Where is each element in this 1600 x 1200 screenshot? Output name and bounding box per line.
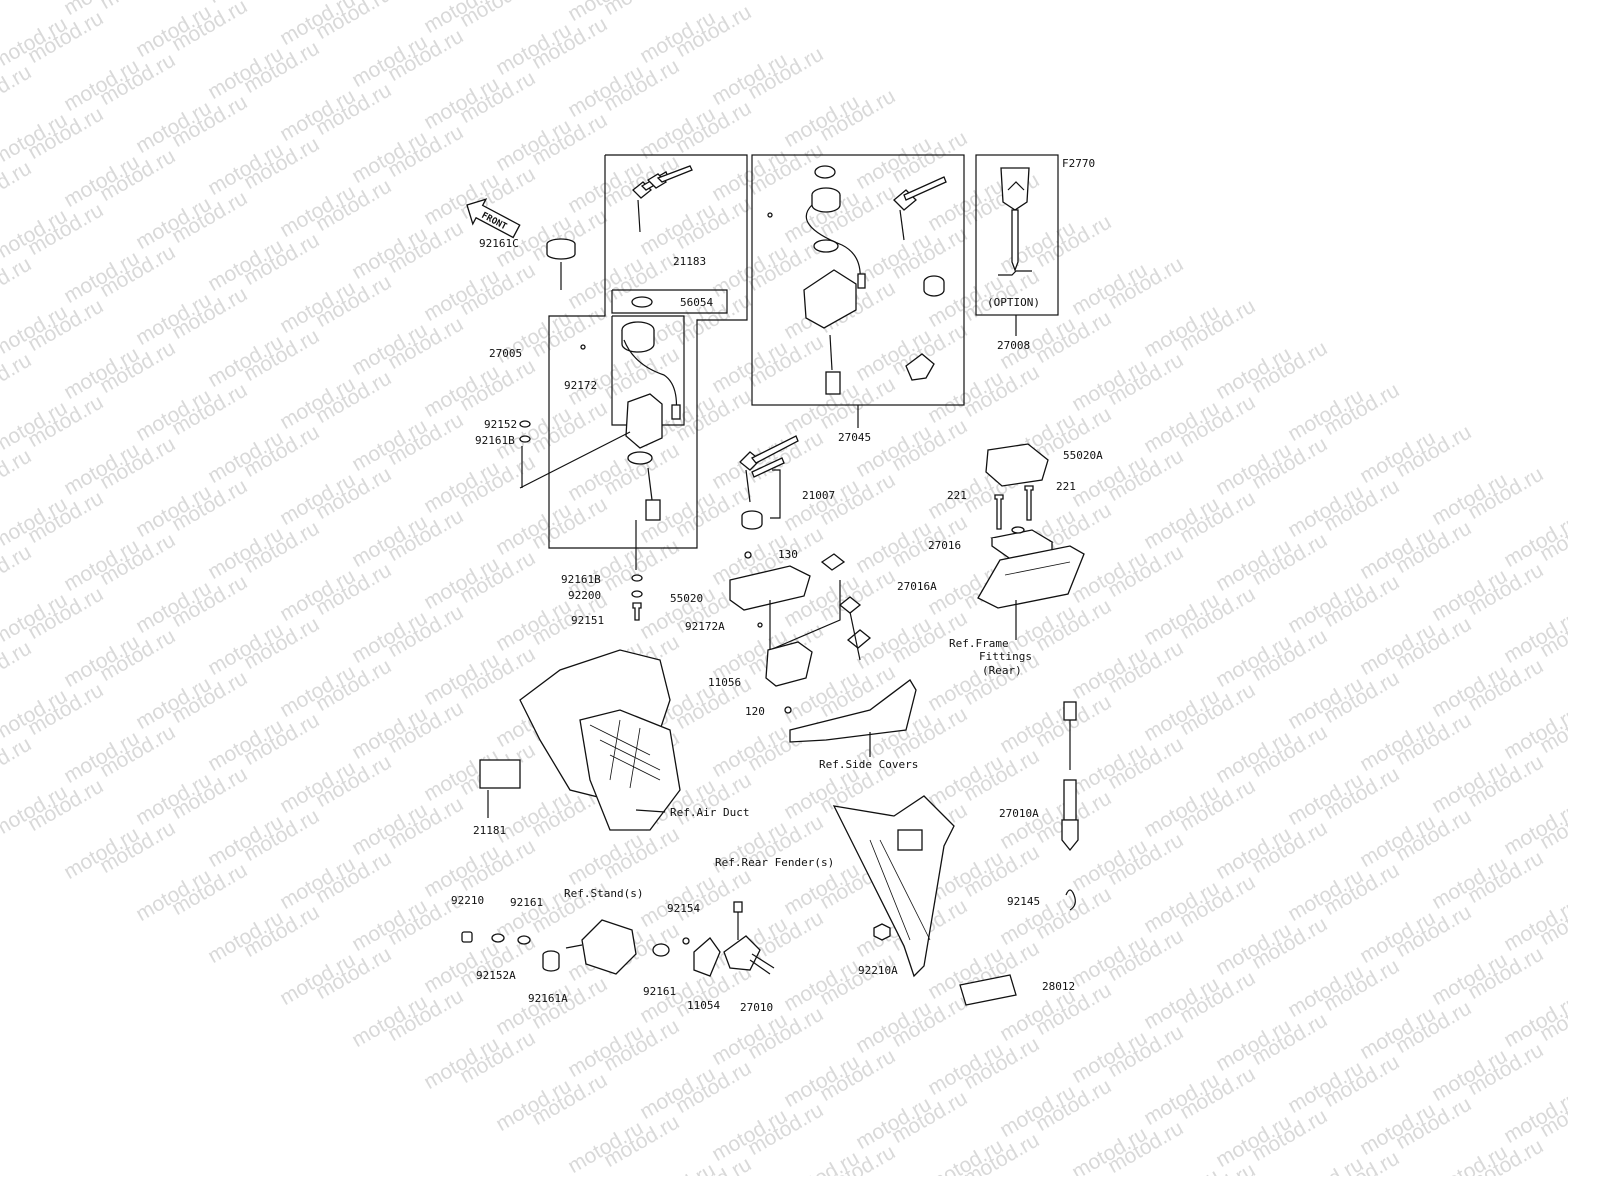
washer-92152-icon — [519, 420, 531, 428]
cap-92161C-icon — [546, 238, 576, 260]
part-label-55020A: 55020A — [1063, 449, 1103, 462]
part-label-27005: 27005 — [489, 347, 523, 360]
part-label-56054: 56054 — [680, 296, 714, 309]
exploded-parts-drawing: FRONT — [461, 154, 1085, 1006]
nut-92210A-icon — [873, 923, 891, 941]
ref-frame-fittings-line3: (Rear) — [982, 664, 1022, 677]
part-label-221: 221 — [947, 489, 967, 502]
bolt-221-icon — [994, 485, 1034, 530]
ignition-switch-27045-icon — [767, 165, 947, 395]
ignition-switch-27005-icon — [621, 321, 681, 521]
ref-side-covers: Ref.Side Covers — [819, 758, 919, 771]
part-label-27016: 27016 — [928, 539, 962, 552]
part-label-92152A: 92152A — [476, 969, 516, 982]
bracket — [770, 469, 781, 519]
part-label-92161B: 92161B — [561, 573, 601, 586]
reflector-28012-icon — [959, 974, 1017, 1006]
washer-92161B-icon — [519, 435, 531, 443]
bolt-130-icon — [744, 551, 752, 559]
key-27008-icon — [998, 167, 1032, 276]
part-label-92151: 92151 — [571, 614, 605, 627]
part-label-55020: 55020 — [670, 592, 704, 605]
bolt-92151-icon — [632, 602, 642, 621]
bolt-120-icon — [784, 706, 792, 714]
stand-switch-assembly-icon — [461, 901, 775, 977]
bracket-55020A-icon — [985, 443, 1049, 487]
group-box-21183 — [548, 154, 748, 549]
air-duct-assembly-icon — [479, 649, 681, 831]
part-label-92172A: 92172A — [685, 620, 725, 633]
part-label-27010: 27010 — [740, 1001, 774, 1014]
screw-92172-icon — [580, 344, 586, 350]
leader — [635, 809, 666, 813]
part-label-92210A: 92210A — [858, 964, 898, 977]
group-box-56054 — [611, 289, 728, 314]
washer-92161B-icon — [631, 574, 643, 582]
part-label-27008: 27008 — [997, 339, 1031, 352]
ref-frame-fittings-line1: Ref.Frame — [949, 637, 1009, 650]
part-label-221: 221 — [1056, 480, 1076, 493]
bracket-rear-frame-icon — [977, 545, 1085, 609]
parts-diagram-page: { "figure_id": "F2770", "front_arrow": "… — [0, 0, 1568, 1176]
key-pair-21007-icon — [739, 435, 799, 530]
ref-rear-fender: Ref.Rear Fender(s) — [715, 856, 835, 869]
part-label-92161A: 92161A — [528, 992, 568, 1005]
part-label-130: 130 — [778, 548, 798, 561]
sensor-27010A-icon — [1061, 701, 1079, 911]
part-label-120: 120 — [745, 705, 765, 718]
key-pair-icon — [632, 165, 693, 233]
part-label-92210: 92210 — [451, 894, 485, 907]
part-label-92200: 92200 — [568, 589, 602, 602]
part-label-92172: 92172 — [564, 379, 598, 392]
ref-frame-fittings-line2: Fittings — [979, 650, 1032, 663]
figure-id: F2770 — [1062, 157, 1096, 170]
lock-27016A-icon — [820, 553, 872, 661]
side-cover-ref-icon — [789, 679, 917, 743]
part-label-27016A: 27016A — [897, 580, 937, 593]
washer-92200-icon — [631, 590, 643, 598]
part-label-21181: 21181 — [473, 824, 507, 837]
leader — [565, 944, 583, 949]
oring-56054-icon — [631, 296, 653, 308]
part-label-27010A: 27010A — [999, 807, 1039, 820]
ref-stand: Ref.Stand(s) — [564, 887, 644, 900]
part-label-21007: 21007 — [802, 489, 836, 502]
part-label-92161C: 92161C — [479, 237, 519, 250]
option-label: (OPTION) — [987, 296, 1040, 309]
bracket-11056-icon — [765, 641, 813, 687]
part-label-27045: 27045 — [838, 431, 872, 444]
group-box-27005 — [611, 315, 685, 426]
bracket — [769, 580, 841, 651]
screw-92172A-icon — [757, 622, 763, 628]
part-label-92161B: 92161B — [475, 434, 515, 447]
part-label-92152: 92152 — [484, 418, 518, 431]
part-label-92154: 92154 — [667, 902, 701, 915]
part-label-92161: 92161 — [643, 985, 677, 998]
rear-fender-ref-icon — [832, 795, 955, 978]
group-box-27008 — [975, 154, 1059, 316]
leader — [519, 431, 631, 489]
part-label-21183: 21183 — [673, 255, 707, 268]
part-label-28012: 28012 — [1042, 980, 1076, 993]
front-arrow-icon: FRONT — [466, 198, 521, 239]
part-label-92145: 92145 — [1007, 895, 1041, 908]
part-label-92161: 92161 — [510, 896, 544, 909]
bracket-55020-icon — [729, 565, 811, 611]
ref-air-duct: Ref.Air Duct — [670, 806, 750, 819]
part-label-11056: 11056 — [708, 676, 742, 689]
part-label-11054: 11054 — [687, 999, 721, 1012]
